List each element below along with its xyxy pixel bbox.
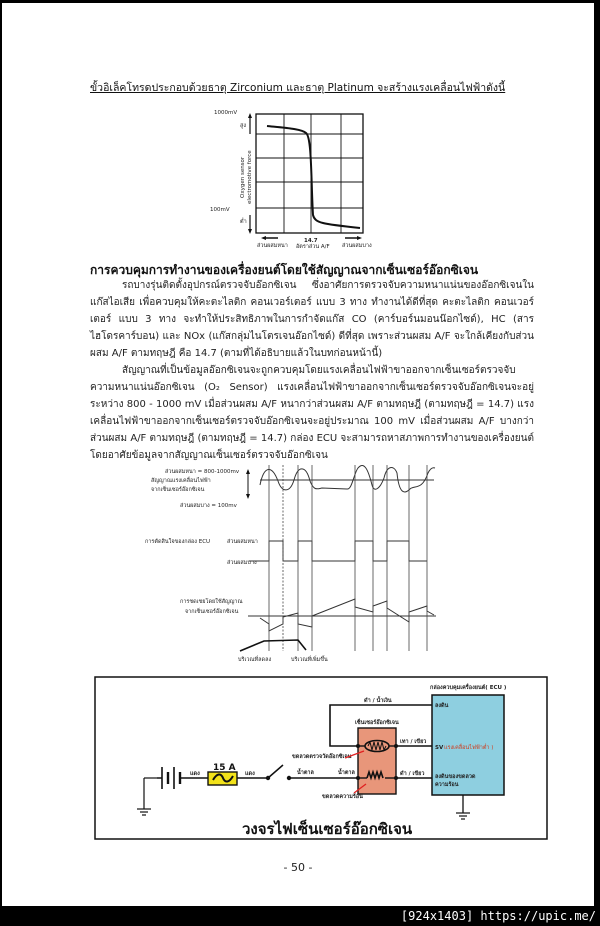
ecu-sv-pin: SV	[435, 745, 444, 751]
paragraph-2: สัญญาณที่เป็นข้อมูลอ๊อกซิเจนจะถูกควบคุมโ…	[90, 362, 534, 464]
y-axis-title-1: Oxygen sensor	[240, 156, 246, 198]
oxygen-sensor-box	[357, 727, 397, 795]
wire-black-blue: ดำ / น้ำเงิน	[364, 695, 392, 704]
x-center-label: 14.7	[304, 238, 318, 244]
signal-label-2: จากเซ็นเซอร์อ๊อกซิเจน	[151, 485, 205, 493]
y-bottom-label: 100mV	[210, 207, 230, 213]
paragraph-1-text: รถบางรุ่นติดตั้งอุปกรณ์ตรวจจับอ๊อกซิเจน …	[90, 280, 534, 359]
signal-label-1: สัญญาณแรงเคลื่อนไฟฟ้า	[151, 476, 211, 484]
ecu-heater-pin-1: ลงดินของขดลวด	[435, 773, 476, 780]
ecu-ground-pin: ลงดิน	[435, 702, 449, 709]
y-axis-title-2: electromotive force	[247, 150, 253, 204]
af-voltage-graph: 1000mV 100mV สูง ต่ำ Oxygen sensor elect…	[210, 110, 372, 250]
section-title: การควบคุมการทำงานของเครื่องยนต์โดยใช้สัญ…	[90, 263, 479, 277]
brown-wire-2: น้ำตาล	[338, 767, 356, 776]
ecu-rich-label: ส่วนผสมหนา	[227, 538, 258, 545]
o2-timing-diagram: ส่วนผสมหนา = 800-1000mv สัญญาณแรงเคลื่อน…	[145, 464, 436, 663]
correction-label-1: การชดเชยโดยใช้สัญญาณ	[180, 597, 243, 605]
sense-coil-label: ขดลวดตรวจวัดอ๊อกซิเจน	[292, 753, 352, 760]
y-high-label: สูง	[240, 122, 246, 129]
ecu-heater-pin-2: ความร้อน	[435, 780, 459, 788]
ecu-sv-desc: แรงเคลื่อนไฟฟ้าต่ำ )	[444, 743, 493, 751]
x-left-label: ส่วนผสมหนา	[257, 242, 288, 249]
y-top-label: 1000mV	[214, 110, 237, 116]
wire-grey-green: เทา / เขียว	[400, 738, 426, 745]
increase-area-label: บริเวณที่เพิ่มขึ้น	[291, 655, 328, 663]
x-title: อัตราส่วน A/F	[296, 243, 330, 250]
image-host-watermark: [924x1403] https://upic.me/	[400, 909, 596, 923]
rich-voltage-label: ส่วนผสมหนา = 800-1000mv	[165, 468, 240, 475]
wire-red-1: แดง	[190, 770, 200, 777]
ecu-decision-label: การตัดสินใจของกล่อง ECU	[145, 538, 210, 545]
ecu-box	[431, 694, 505, 796]
wire-black-green: ดำ / เขียว	[400, 770, 424, 777]
paragraph-2-text: สัญญาณที่เป็นข้อมูลอ๊อกซิเจนจะถูกควบคุมโ…	[90, 365, 534, 461]
heater-coil-label: ขดลวดความร้อน	[322, 792, 363, 800]
ignition-switch-icon	[267, 764, 284, 779]
correction-label-2: จากเซ็นเซอร์อ๊อกซิเจน	[185, 607, 239, 615]
image-host-footer	[0, 906, 600, 926]
electrode-heading: ขั้วอิเล็คโทรดประกอบด้วยธาตุ Zirconium แ…	[90, 82, 506, 94]
circuit-title: วงจรไฟเซ็นเซอร์อ๊อกซิเจน	[242, 819, 413, 838]
paragraph-1: รถบางรุ่นติดตั้งอุปกรณ์ตรวจจับอ๊อกซิเจน …	[90, 277, 534, 362]
lean-voltage-label: ส่วนผสมบาง = 100mv	[180, 502, 238, 509]
ecu-lean-label: ส่วนผสมบาง	[227, 559, 257, 566]
heater-coil-icon	[366, 769, 384, 781]
brown-wire-1: น้ำตาล	[297, 767, 315, 776]
document-page: ขั้วอิเล็คโทรดประกอบด้วยธาตุ Zirconium แ…	[2, 3, 594, 906]
oxygen-sensor-label: เซ็นเซอร์อ๊อกซิเจน	[355, 718, 399, 726]
decrease-area-label: บริเวณที่ลดลง	[238, 655, 271, 663]
x-right-label: ส่วนผสมบาง	[342, 242, 372, 249]
page-number: - 50 -	[283, 861, 313, 874]
fuse-rating: 15 A	[213, 763, 236, 773]
wire-red-2: แดง	[245, 770, 255, 777]
ecu-title: กล่องควบคุมเครื่องยนต์( ECU )	[430, 683, 507, 691]
y-low-label: ต่ำ	[240, 217, 247, 225]
o2-sensor-circuit: แดง 15 A แดง น้ำตาล น้ำตาล เซ็นเซอร์อ๊อก…	[94, 676, 548, 840]
